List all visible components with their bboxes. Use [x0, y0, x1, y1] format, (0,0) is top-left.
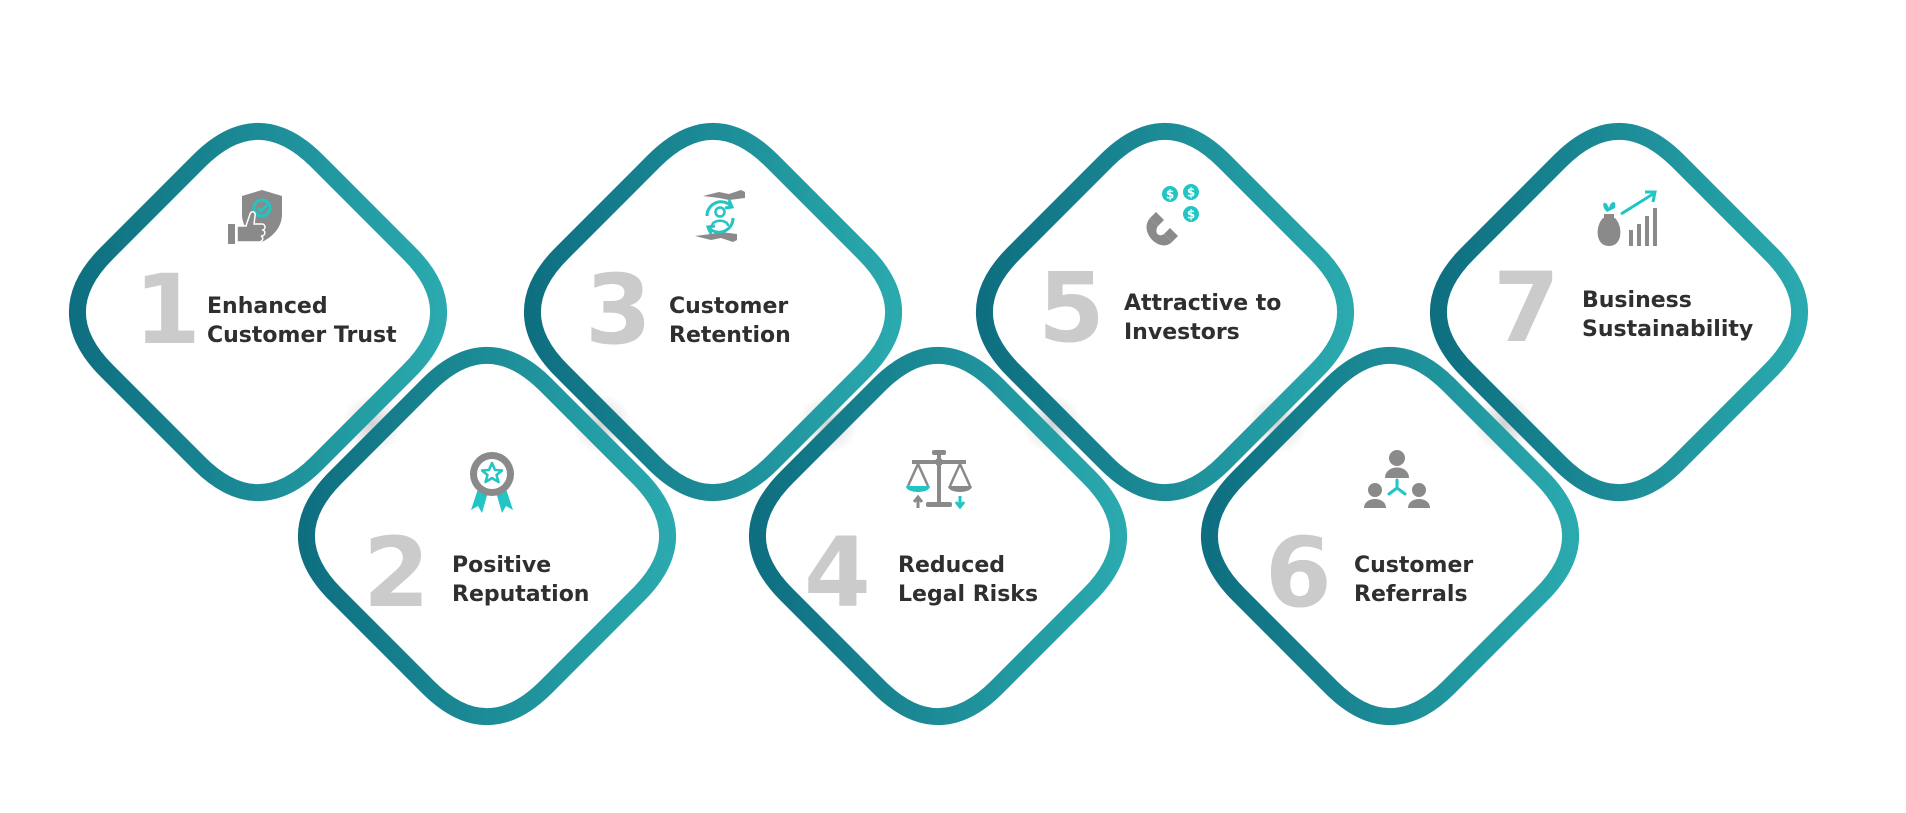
benefit-number: 4	[804, 517, 871, 629]
diamond-frame-5	[976, 123, 1354, 501]
overlap-shadow-4	[1022, 394, 1082, 454]
magnet-money-icon: $ $ $	[1146, 184, 1199, 246]
benefit-number: 7	[1493, 252, 1560, 364]
benefit-label: Reduced Legal Risks	[898, 553, 1039, 607]
benefit-number: 3	[585, 254, 652, 366]
benefit-label: Attractive to Investors	[1124, 291, 1282, 345]
frame-group	[69, 123, 1808, 725]
growth-chart-money-bag-icon	[1597, 190, 1657, 246]
scales-of-justice-icon	[906, 450, 972, 510]
overlap-shadow-2	[572, 394, 632, 454]
overlap-shadow-1	[342, 394, 402, 454]
benefit-label: Customer Referrals	[1354, 553, 1474, 607]
diamond-frame-3	[524, 123, 902, 501]
benefit-label: Customer Retention	[669, 294, 791, 348]
svg-text:$: $	[1187, 208, 1195, 222]
overlap-shadow-6	[1474, 394, 1534, 454]
benefit-number: 5	[1038, 252, 1105, 364]
svg-text:$: $	[1187, 186, 1195, 200]
benefit-number: 1	[134, 254, 201, 366]
shield-thumbs-up-icon	[228, 190, 282, 244]
benefit-number: 6	[1265, 517, 1332, 629]
svg-text:$: $	[1166, 188, 1174, 202]
benefit-label: Business Sustainability	[1582, 288, 1754, 342]
benefit-label: Positive Reputation	[452, 553, 590, 607]
customer-retention-cycle-icon	[695, 190, 745, 242]
diamond-frame-1	[69, 123, 447, 501]
referral-network-icon	[1364, 450, 1430, 508]
diamond-frame-4	[749, 347, 1127, 725]
diamond-frame-7	[1430, 123, 1808, 501]
diamond-frame-2	[298, 347, 676, 725]
award-badge-icon	[470, 452, 514, 513]
overlap-shadow-5	[1248, 394, 1308, 454]
benefit-number: 2	[363, 517, 430, 629]
benefit-label: Enhanced Customer Trust	[207, 294, 397, 348]
diamond-frame-6	[1201, 347, 1579, 725]
